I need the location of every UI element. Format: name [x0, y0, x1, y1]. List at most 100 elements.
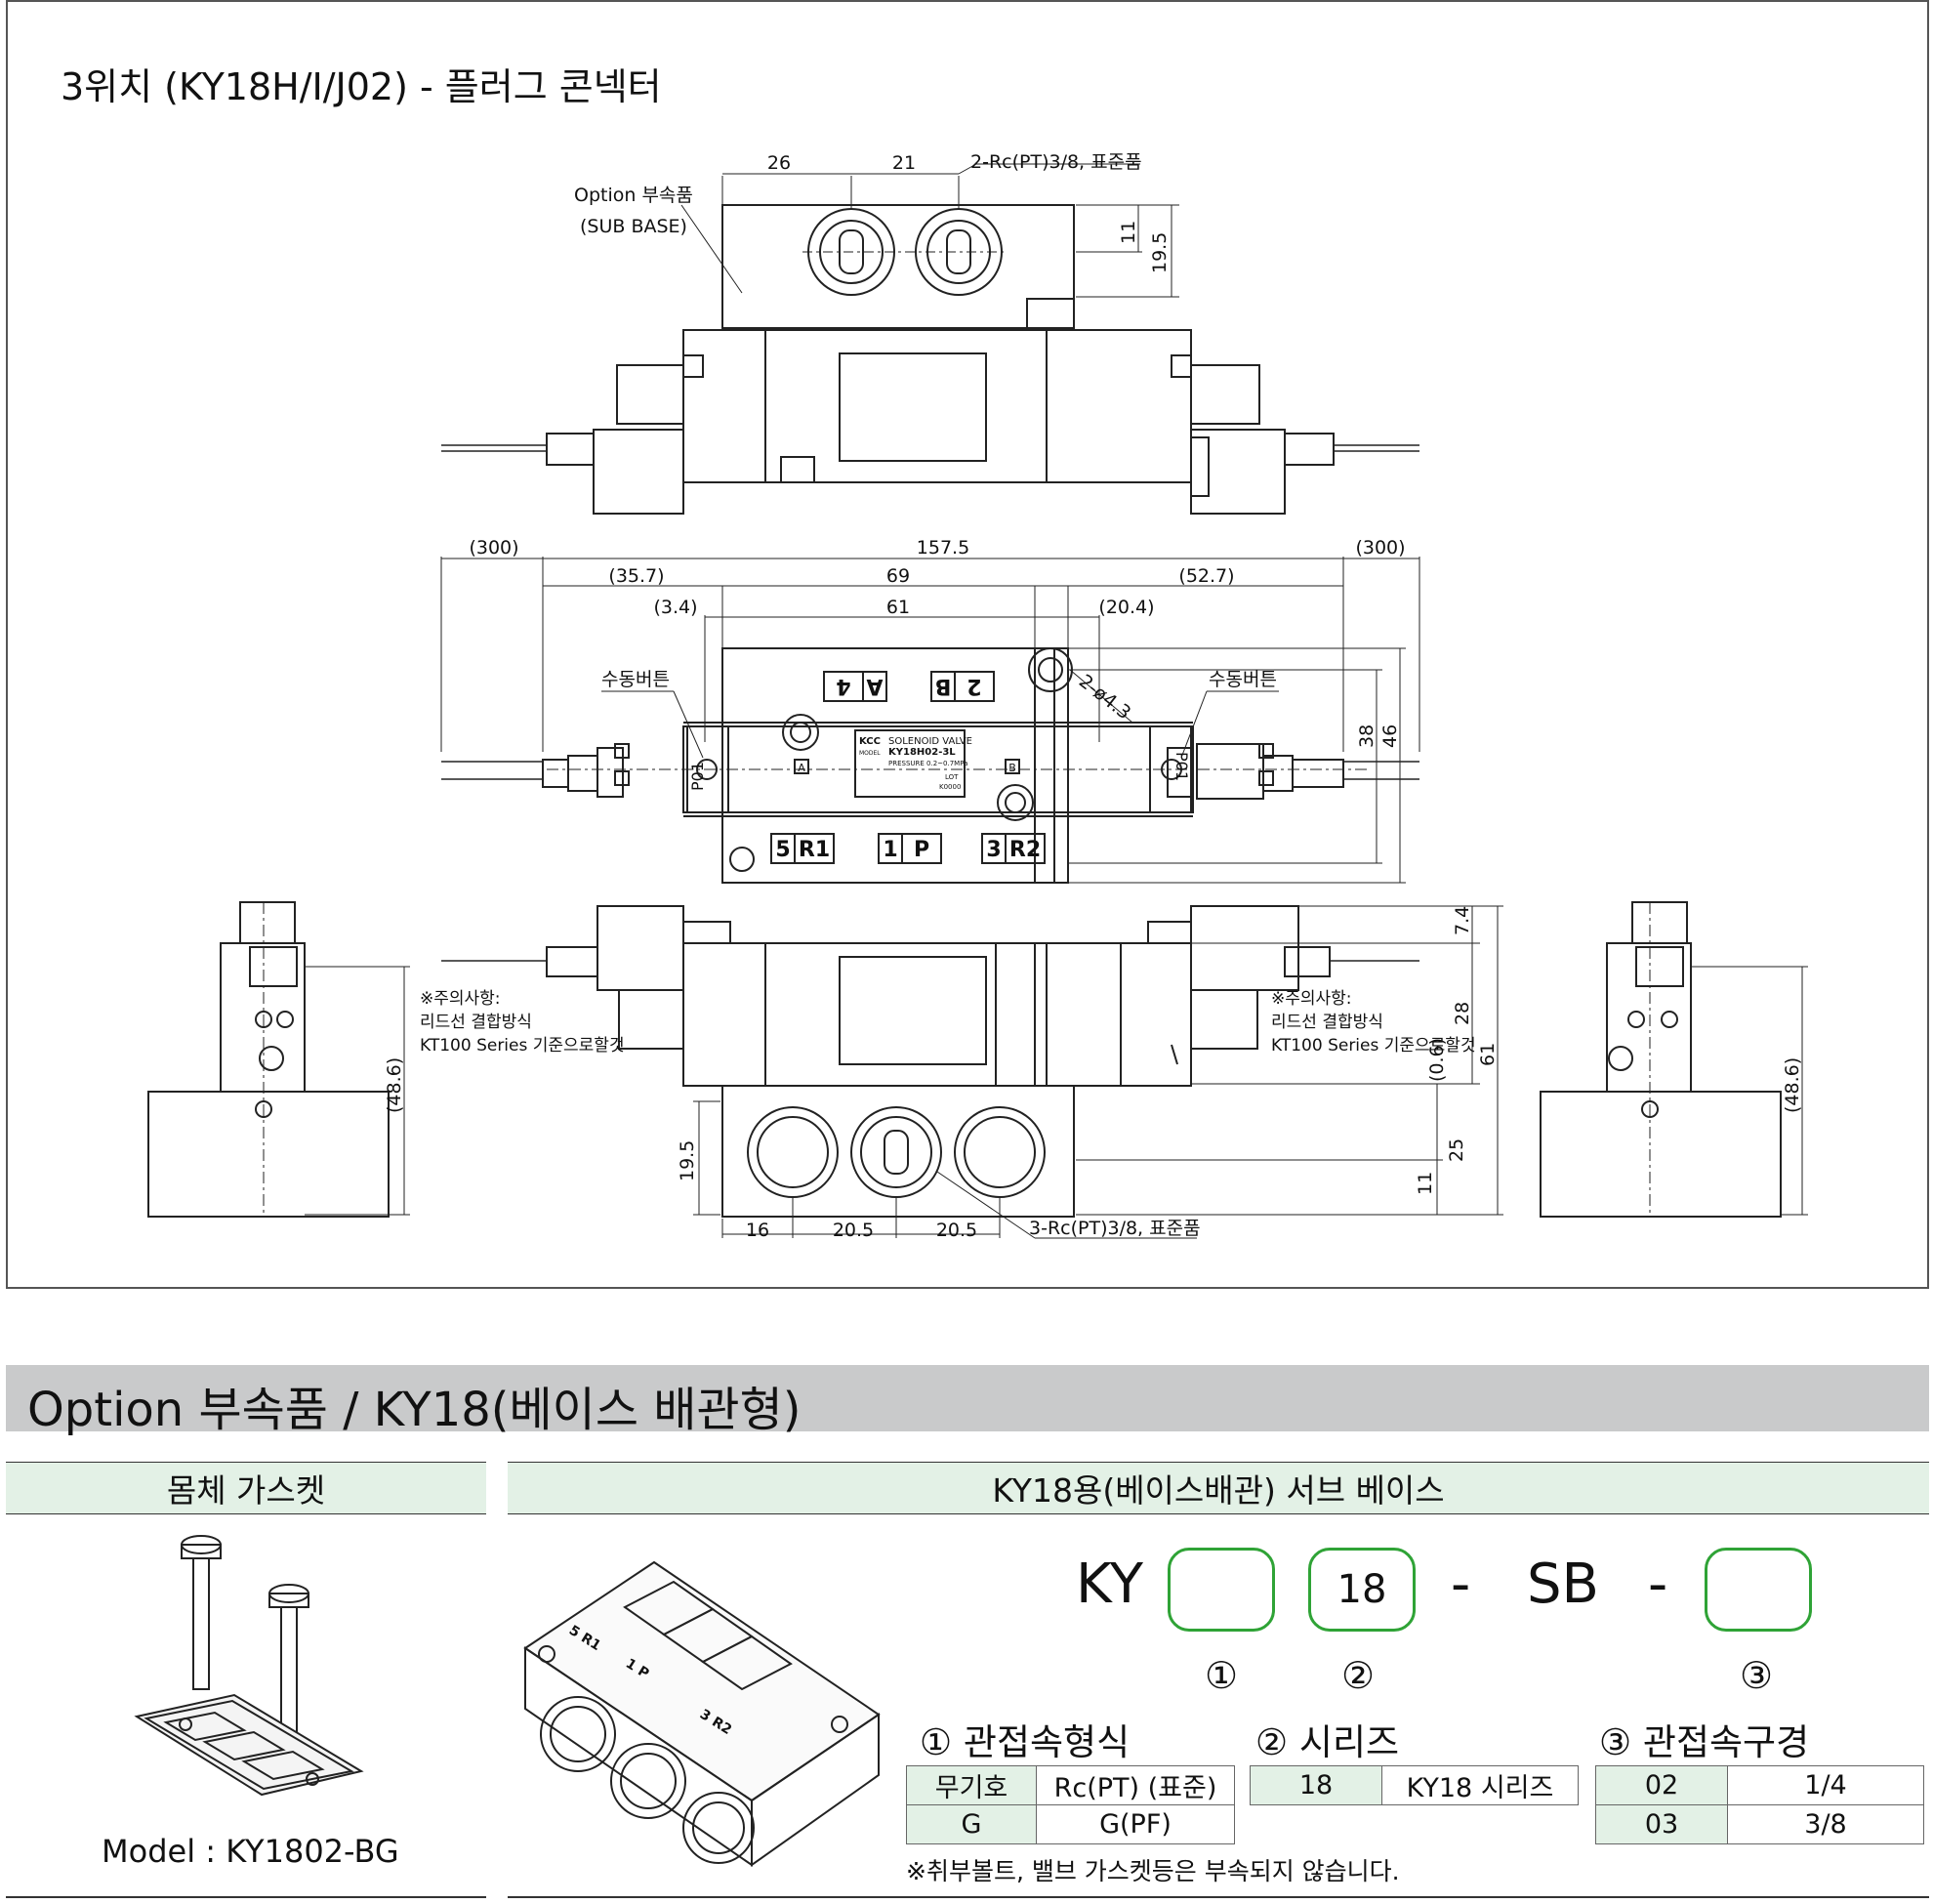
table-cell: 02 — [1595, 1765, 1728, 1805]
dim-3rc: 3-Rc(PT)3/8, 표준품 — [1029, 1218, 1201, 1239]
dim-35-7: (35.7) — [608, 565, 664, 587]
port-B: B — [935, 674, 952, 698]
dim-16: 16 — [746, 1220, 769, 1241]
gasket-illustration — [134, 1535, 364, 1797]
table-row: 02 1/4 — [1595, 1765, 1924, 1805]
drawing-title: 3위치 (KY18H/I/J02) - 플러그 콘넥터 — [61, 65, 662, 108]
gasket-header: 몸체 가스켓 — [6, 1462, 486, 1514]
subbase-illustration: 5 R1 1 P 3 R2 — [523, 1560, 881, 1867]
port-3: 3 — [986, 838, 1001, 862]
gasket-model-label: Model : KY1802-BG — [102, 1833, 399, 1870]
port-5: 5 — [775, 838, 790, 862]
dim-20-5-a: 20.5 — [833, 1220, 874, 1241]
plan-view-dims — [440, 557, 1420, 884]
table-row: 18 KY18 시리즈 — [1250, 1765, 1579, 1805]
dim-2rc: 2-Rc(PT)3/8, 표준품 — [970, 151, 1142, 173]
subbase-label: (SUB BASE) — [580, 216, 687, 237]
dim-21: 21 — [892, 152, 916, 174]
technical-drawing: 26 21 2-Rc(PT)3/8, 표준품 11 19.5 Option 부속… — [147, 151, 1808, 1241]
right-panel-bottom-rule — [508, 1896, 1929, 1898]
code-box-3[interactable] — [1705, 1548, 1812, 1632]
table-row: G G(PF) — [906, 1804, 1235, 1844]
code-box-2[interactable]: 18 — [1308, 1548, 1416, 1632]
front-view — [441, 905, 1419, 1218]
port-2: 2 — [966, 674, 981, 698]
code-prefix: KY — [1076, 1552, 1143, 1616]
dim-61-plan: 61 — [886, 597, 910, 618]
nameplate-product: SOLENOID VALVE — [888, 736, 972, 747]
table-cell: 3/8 — [1727, 1804, 1924, 1844]
dim-25: 25 — [1446, 1138, 1467, 1162]
nameplate-brand: KCC — [859, 736, 881, 747]
table-cell: 03 — [1595, 1804, 1728, 1844]
table2: 18 KY18 시리즈 — [1250, 1765, 1579, 1805]
port-R2: R2 — [1009, 838, 1041, 862]
small-port-A: A — [798, 762, 805, 774]
port-P: P — [914, 838, 929, 862]
table-row: 무기호 Rc(PT) (표준) — [906, 1765, 1235, 1805]
table1: 무기호 Rc(PT) (표준) G G(PF) — [906, 1765, 1235, 1844]
table-cell: G — [906, 1804, 1037, 1844]
left-panel-bottom-rule — [6, 1896, 486, 1898]
nameplate-pressure: PRESSURE 0.2~0.7MPa — [888, 760, 967, 767]
table1-title: ① 관접속형식 — [920, 1721, 1131, 1763]
note-right-3: KT100 Series 기준으로할것 — [1271, 1036, 1476, 1055]
side-dim-left: (48.6) — [384, 1057, 405, 1113]
dim-26: 26 — [767, 152, 791, 174]
dim-2-phi43: 2-ø4.3 — [1075, 671, 1134, 724]
note-right-2: 리드선 결합방식 — [1271, 1013, 1383, 1032]
code-box-1[interactable] — [1168, 1548, 1275, 1632]
nameplate-lot: LOT — [945, 773, 959, 781]
table-cell: KY18 시리즈 — [1381, 1765, 1579, 1805]
dim-157-5: 157.5 — [917, 537, 969, 559]
front-view-dims — [693, 905, 1503, 1239]
pilot-right: P01 — [1172, 752, 1191, 781]
dim-38: 38 — [1356, 724, 1378, 748]
section-title-bar: Option 부속품 / KY18(베이스 배관형) — [6, 1365, 1929, 1437]
option-label: Option 부속품 — [574, 185, 693, 206]
note-left-1: ※주의사항: — [420, 989, 501, 1009]
table-cell: 18 — [1250, 1765, 1382, 1805]
plan-view — [441, 647, 1419, 884]
port-4: 4 — [836, 674, 850, 698]
dim-19-5-front: 19.5 — [677, 1140, 698, 1181]
manual-button-right: 수동버튼 — [1209, 669, 1277, 690]
dim-300-left: (300) — [469, 537, 518, 559]
note-left-2: 리드선 결합방식 — [420, 1013, 532, 1032]
dim-300-right: (300) — [1355, 537, 1405, 559]
code-num-2: ② — [1341, 1654, 1376, 1697]
dim-0-6: (0.6) — [1426, 1038, 1448, 1082]
code-num-3: ③ — [1740, 1654, 1774, 1697]
code-dash-1: - — [1451, 1552, 1471, 1616]
side-view-left — [147, 901, 410, 1218]
manual-button-left: 수동버튼 — [601, 669, 670, 690]
dim-11-top: 11 — [1118, 221, 1139, 244]
table-cell: G(PF) — [1036, 1804, 1235, 1844]
drawing-frame — [6, 0, 1929, 1289]
nameplate-model-prefix: MODEL — [859, 750, 881, 757]
code-mid: SB — [1527, 1552, 1599, 1616]
table-cell: 1/4 — [1727, 1765, 1924, 1805]
note-left-3: KT100 Series 기준으로할것 — [420, 1036, 625, 1055]
dim-20-4: (20.4) — [1098, 597, 1154, 618]
dim-3-4: (3.4) — [653, 597, 697, 618]
table3: 02 1/4 03 3/8 — [1595, 1765, 1924, 1844]
dim-69: 69 — [886, 565, 910, 587]
dim-46: 46 — [1379, 724, 1401, 748]
small-port-B: B — [1008, 762, 1016, 774]
dim-61-front: 61 — [1477, 1043, 1499, 1066]
port-A: A — [866, 674, 883, 698]
code-dash-2: - — [1648, 1552, 1668, 1616]
subbase-note: ※취부볼트, 밸브 가스켓등은 부속되지 않습니다. — [906, 1857, 1400, 1885]
dim-20-5-b: 20.5 — [936, 1220, 977, 1241]
pilot-left: P01 — [688, 762, 707, 791]
table-row: 03 3/8 — [1595, 1804, 1924, 1844]
nameplate-lot-no: K0000 — [939, 783, 961, 791]
table-cell: Rc(PT) (표준) — [1036, 1765, 1235, 1805]
port-1: 1 — [883, 838, 897, 862]
top-view — [441, 204, 1419, 515]
dim-52-7: (52.7) — [1178, 565, 1234, 587]
table3-title: ③ 관접속구경 — [1599, 1721, 1810, 1763]
note-right-1: ※주의사항: — [1271, 989, 1352, 1009]
table-cell: 무기호 — [906, 1765, 1037, 1805]
